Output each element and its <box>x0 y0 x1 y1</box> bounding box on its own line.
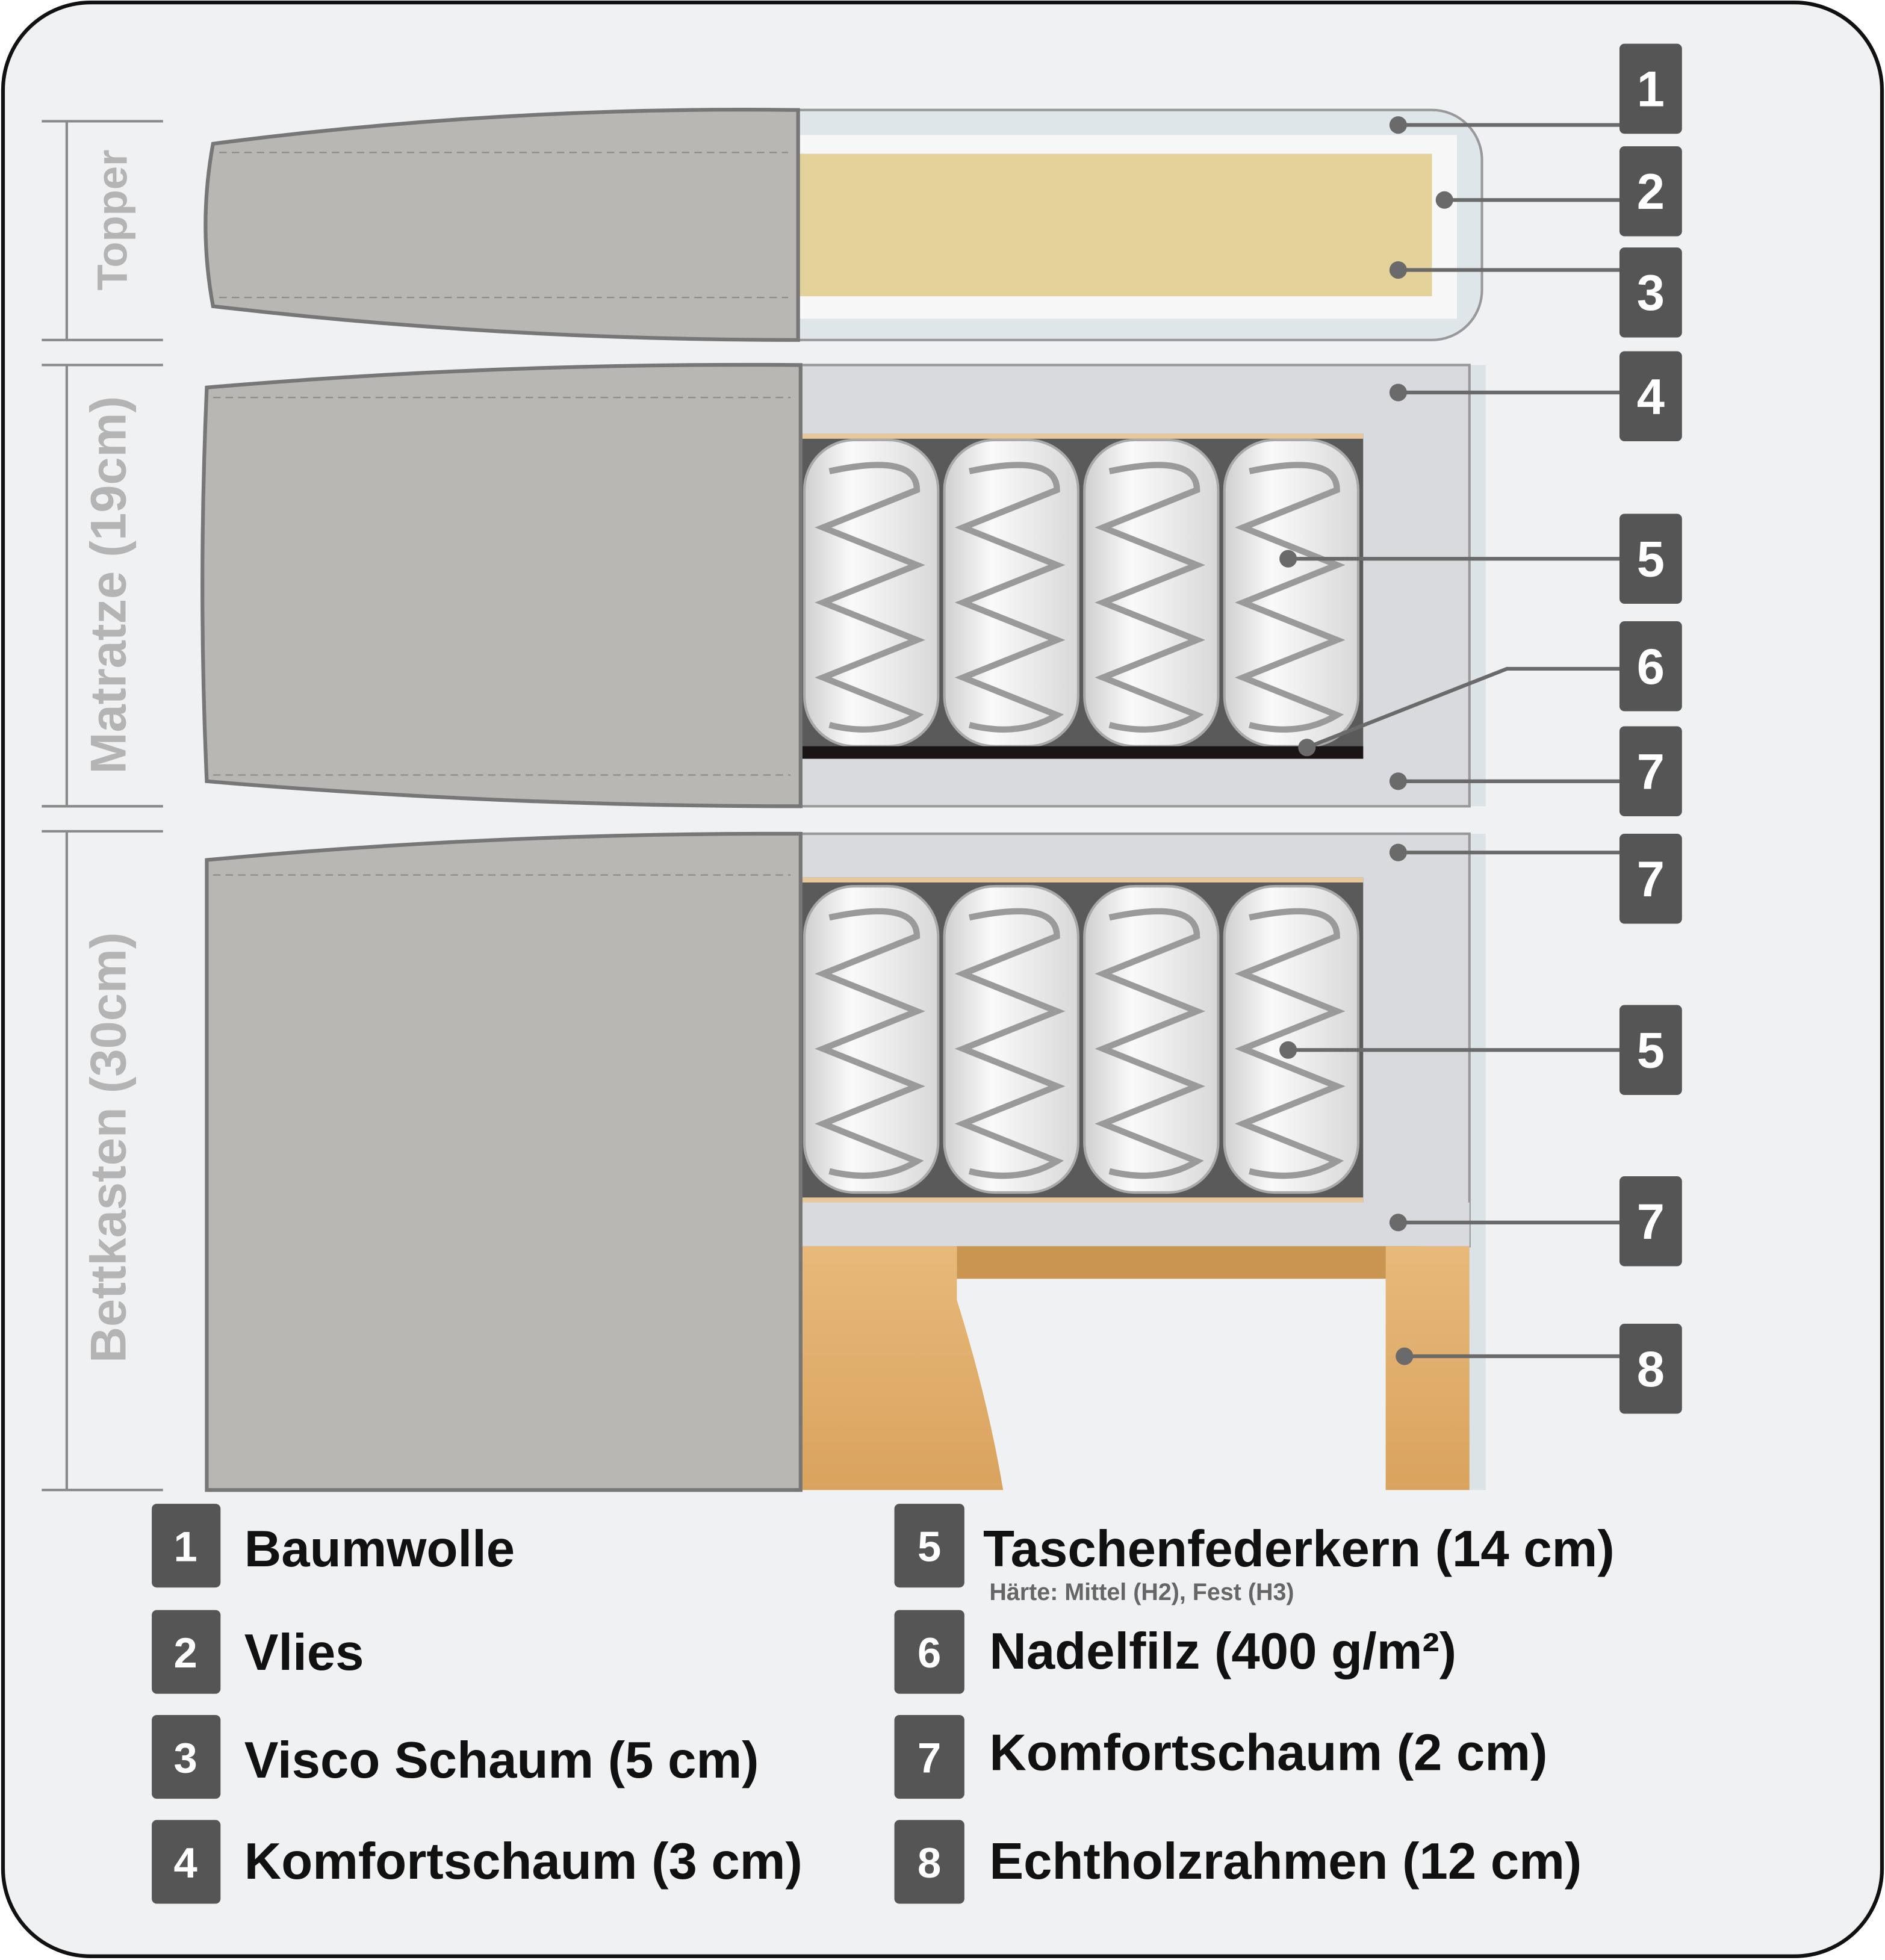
legend-item-3: 3 Visco Schaum (5 cm) <box>152 1715 759 1799</box>
svg-text:7: 7 <box>1637 1194 1665 1250</box>
dimension-bettkasten <box>42 830 163 1492</box>
mattress <box>200 362 1486 808</box>
svg-text:Echtholzrahmen (12 cm): Echtholzrahmen (12 cm) <box>989 1833 1582 1890</box>
callout-badge-7a: 7 <box>1619 726 1682 816</box>
svg-text:Härte: Mittel (H2), Fest (H3): Härte: Mittel (H2), Fest (H3) <box>989 1579 1294 1605</box>
svg-text:8: 8 <box>1637 1341 1665 1397</box>
svg-text:Vlies: Vlies <box>244 1624 364 1681</box>
svg-text:Baumwolle: Baumwolle <box>244 1521 515 1578</box>
svg-text:7: 7 <box>1637 743 1665 799</box>
svg-text:Visco Schaum (5 cm): Visco Schaum (5 cm) <box>244 1732 759 1789</box>
dimension-label-matratze: Matratze (19cm) <box>80 396 136 774</box>
callout-badge-3: 3 <box>1619 247 1682 338</box>
svg-text:6: 6 <box>1637 639 1665 695</box>
callout-badge-8: 8 <box>1619 1324 1682 1414</box>
legend-item-5: 5 Taschenfederkern (14 cm)Härte: Mittel (… <box>894 1504 1615 1605</box>
svg-text:1: 1 <box>1637 61 1665 117</box>
svg-text:5: 5 <box>918 1523 941 1571</box>
legend-item-2: 2 Vlies <box>152 1610 364 1694</box>
svg-text:8: 8 <box>918 1839 941 1887</box>
dimension-label-topper: Topper <box>89 149 136 290</box>
callout-badge-7b: 7 <box>1619 834 1682 924</box>
callout-badge-6: 6 <box>1619 621 1682 712</box>
dimension-topper <box>42 120 163 341</box>
svg-text:Taschenfederkern (14 cm): Taschenfederkern (14 cm) <box>983 1521 1615 1578</box>
callout-badge-7c: 7 <box>1619 1176 1682 1267</box>
callout-badge-5b: 5 <box>1619 1005 1682 1096</box>
callout-badge-4: 4 <box>1619 351 1682 442</box>
svg-text:Komfortschaum (2 cm): Komfortschaum (2 cm) <box>989 1724 1547 1781</box>
svg-text:7: 7 <box>1637 851 1665 907</box>
svg-text:1: 1 <box>174 1523 197 1571</box>
box-spring <box>205 831 1486 1492</box>
legend: 1 Baumwolle 2 Vlies 3 Visco Schaum (5 cm) 4… <box>152 1504 1615 1904</box>
svg-text:5: 5 <box>1637 1022 1665 1078</box>
svg-text:3: 3 <box>1637 265 1665 321</box>
legend-item-6: 6 Nadelfilz (400 g/m²) <box>894 1610 1456 1694</box>
svg-text:2: 2 <box>174 1629 197 1676</box>
callout-badge-1: 1 <box>1619 43 1682 134</box>
svg-text:4: 4 <box>174 1839 197 1887</box>
callout-badge-2: 2 <box>1619 146 1682 237</box>
legend-item-1: 1 Baumwolle <box>152 1504 515 1588</box>
svg-text:3: 3 <box>174 1734 197 1782</box>
svg-text:5: 5 <box>1637 531 1665 587</box>
svg-text:4: 4 <box>1637 368 1665 424</box>
dimension-matratze <box>42 364 163 808</box>
callout-badge-5: 5 <box>1619 513 1682 604</box>
svg-text:Nadelfilz (400 g/m²): Nadelfilz (400 g/m²) <box>989 1623 1456 1680</box>
svg-text:7: 7 <box>918 1734 941 1782</box>
dimension-label-bettkasten: Bettkasten (30cm) <box>80 932 136 1363</box>
svg-text:2: 2 <box>1637 164 1665 220</box>
legend-item-7: 7 Komfortschaum (2 cm) <box>894 1715 1547 1799</box>
wood-frame <box>775 1246 1004 1490</box>
legend-item-4: 4 Komfortschaum (3 cm) <box>152 1820 803 1904</box>
svg-text:6: 6 <box>918 1629 941 1676</box>
svg-text:Komfortschaum (3 cm): Komfortschaum (3 cm) <box>244 1833 803 1890</box>
legend-item-8: 8 Echtholzrahmen (12 cm) <box>894 1820 1582 1904</box>
topper <box>203 108 1483 342</box>
callout-lines <box>1279 116 1619 1365</box>
